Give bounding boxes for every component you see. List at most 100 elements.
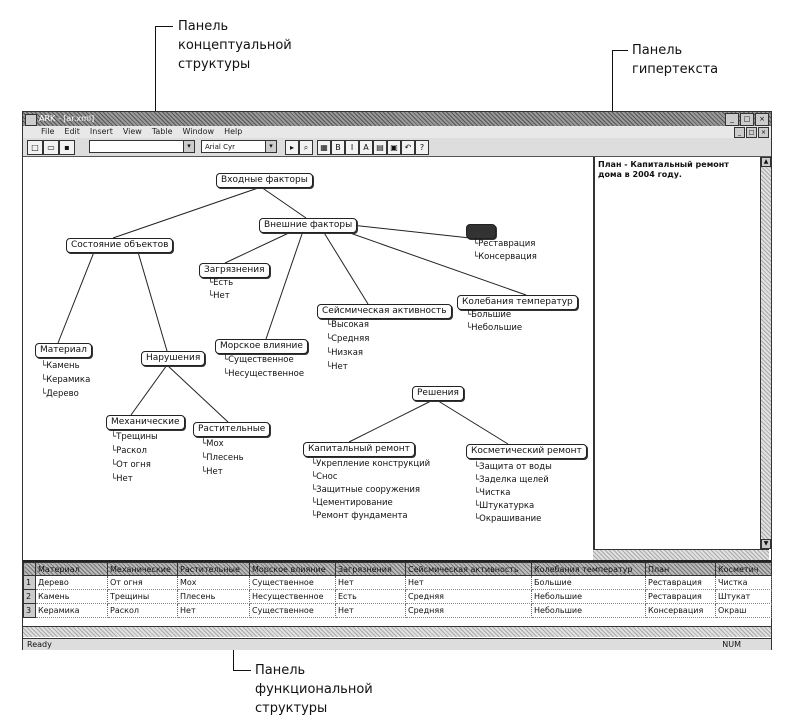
save-icon[interactable]: ▪	[59, 140, 75, 155]
title-bar[interactable]: ARK - [ar.xml] _ □ ×	[23, 112, 771, 126]
tree-leaf[interactable]: └Мох	[201, 439, 224, 449]
tree-leaf[interactable]: └Небольшие	[466, 323, 523, 333]
table-cell[interactable]: От огня	[107, 575, 178, 590]
tree-leaf[interactable]: └Нет	[111, 474, 133, 484]
chevron-down-icon[interactable]: ▾	[183, 141, 194, 152]
table-cell[interactable]: Средняя	[405, 603, 532, 618]
row-header[interactable]: 3	[23, 603, 36, 618]
tree-leaf[interactable]: └От огня	[111, 460, 151, 470]
tree-leaf[interactable]: └Плесень	[201, 453, 244, 463]
close-button[interactable]: ×	[755, 113, 769, 126]
table-cell[interactable]: Плесень	[177, 589, 250, 604]
column-header[interactable]: Колебания температур	[531, 562, 646, 576]
table-cell[interactable]: Трещины	[107, 589, 178, 604]
app-icon[interactable]	[25, 114, 37, 126]
bold-icon[interactable]: B	[331, 140, 345, 155]
tree-leaf[interactable]: └Окрашивание	[474, 514, 542, 524]
tree-leaf[interactable]: └Высокая	[326, 320, 369, 330]
tree-node-external[interactable]: Внешние факторы	[259, 218, 358, 233]
menu-insert[interactable]: Insert	[89, 127, 113, 136]
row-header[interactable]: 1	[23, 575, 36, 590]
help-icon[interactable]: ?	[415, 140, 429, 155]
table-cell[interactable]: Нет	[405, 575, 532, 590]
tree-leaf[interactable]: └Раскол	[111, 446, 147, 456]
column-header[interactable]: Растительные	[177, 562, 250, 576]
tree-leaf[interactable]: └Чистка	[474, 488, 511, 498]
hypertext-content[interactable]: План - Капитальный ремонт дома в 2004 го…	[598, 160, 729, 179]
menu-view[interactable]: View	[122, 127, 142, 136]
table-cell[interactable]: Дерево	[35, 575, 108, 590]
table-cell[interactable]: Нет	[335, 603, 406, 618]
doc-restore-button[interactable]: □	[746, 127, 757, 138]
menu-help[interactable]: Help	[224, 127, 243, 136]
column-header[interactable]: План	[645, 562, 716, 576]
table-cell[interactable]: Нет	[335, 575, 406, 590]
table-cell[interactable]: Реставрация	[645, 575, 716, 590]
column-header[interactable]: Загрязнения	[335, 562, 406, 576]
table-cell[interactable]: Реставрация	[645, 589, 716, 604]
table-cell[interactable]: Мох	[177, 575, 250, 590]
new-file-icon[interactable]: □	[27, 140, 43, 155]
table-icon[interactable]: ▦	[317, 140, 331, 155]
table-cell[interactable]: Небольшие	[531, 589, 646, 604]
table-cell[interactable]: Штукат	[715, 589, 772, 604]
tree-leaf[interactable]: └Керамика	[41, 375, 91, 385]
tree-leaf[interactable]: └Укрепление конструкций	[311, 459, 431, 469]
tree-leaf[interactable]: └Снос	[311, 472, 338, 482]
tree-leaf[interactable]: └Нет	[326, 362, 348, 372]
column-header[interactable]: Сейсмическая активность	[405, 562, 532, 576]
open-file-icon[interactable]: ▭	[43, 140, 59, 155]
tree-node-sea[interactable]: Морское влияние	[215, 339, 308, 354]
table-cell[interactable]: Керамика	[35, 603, 108, 618]
menu-window[interactable]: Window	[182, 127, 215, 136]
tree-node-cosmetic[interactable]: Косметический ремонт	[466, 444, 587, 459]
tree-leaf[interactable]: └Средняя	[326, 334, 370, 344]
table-cell[interactable]: Чистка	[715, 575, 772, 590]
tree-leaf[interactable]: └Ремонт фундамента	[311, 511, 408, 521]
tree-node-damage[interactable]: Нарушения	[141, 351, 206, 366]
table-cell[interactable]: Раскол	[107, 603, 178, 618]
tree-leaf[interactable]: └Большие	[466, 310, 512, 320]
menu-file[interactable]: File	[41, 127, 55, 136]
chevron-down-icon[interactable]: ▾	[265, 141, 276, 152]
grid-horizontal-scrollbar[interactable]	[23, 626, 771, 637]
grid-icon[interactable]: ▤	[373, 140, 387, 155]
doc-minimize-button[interactable]: _	[734, 127, 745, 138]
column-header[interactable]: Морское влияние	[249, 562, 336, 576]
tree-leaf[interactable]: └Консервация	[473, 252, 537, 262]
maximize-button[interactable]: □	[740, 113, 754, 126]
row-header[interactable]: 2	[23, 589, 36, 604]
tree-leaf[interactable]: └Несущественное	[223, 369, 305, 379]
hypertext-vertical-scrollbar[interactable]: ▲ ▼	[760, 157, 771, 549]
tree-node-material[interactable]: Материал	[35, 343, 92, 358]
tree-leaf[interactable]: └Реставрация	[473, 239, 536, 249]
tree-node-temperature[interactable]: Колебания температур	[457, 295, 578, 310]
tree-node-state[interactable]: Состояние объектов	[66, 238, 174, 253]
doc-close-button[interactable]: ×	[758, 127, 769, 138]
tree-leaf[interactable]: └Штукатурка	[474, 501, 535, 511]
tree-leaf[interactable]: └Нет	[201, 467, 223, 477]
tree-node-plant[interactable]: Растительные	[193, 422, 271, 437]
tree-leaf[interactable]: └Есть	[208, 278, 234, 288]
table-cell[interactable]: Небольшие	[531, 603, 646, 618]
tree-node-seismic[interactable]: Сейсмическая активность	[317, 304, 452, 319]
table-cell[interactable]: Консервация	[645, 603, 716, 618]
column-header[interactable]: Материал	[35, 562, 108, 576]
tree-node-root[interactable]: Входные факторы	[216, 173, 313, 188]
table-cell[interactable]: Есть	[335, 589, 406, 604]
table-cell[interactable]: Нет	[177, 603, 250, 618]
tree-leaf[interactable]: └Трещины	[111, 432, 158, 442]
scroll-up-icon[interactable]: ▲	[761, 157, 771, 167]
column-header[interactable]: Косметич	[715, 562, 772, 576]
tree-node-selected[interactable]: План	[466, 224, 496, 239]
minimize-button[interactable]: _	[725, 113, 739, 126]
size-combo[interactable]: Arial Cyr▾	[201, 140, 277, 153]
tree-leaf[interactable]: └Нет	[208, 291, 230, 301]
menu-edit[interactable]: Edit	[64, 127, 80, 136]
tree-leaf[interactable]: └Камень	[41, 361, 80, 371]
font-combo[interactable]: ▾	[89, 140, 195, 153]
hypertext-panel[interactable]: План - Капитальный ремонт дома в 2004 го…	[593, 157, 761, 549]
tree-leaf[interactable]: └Заделка щелей	[474, 475, 549, 485]
tree-node-mechanical[interactable]: Механические	[106, 415, 185, 430]
hypertext-horizontal-scrollbar[interactable]	[593, 549, 769, 560]
